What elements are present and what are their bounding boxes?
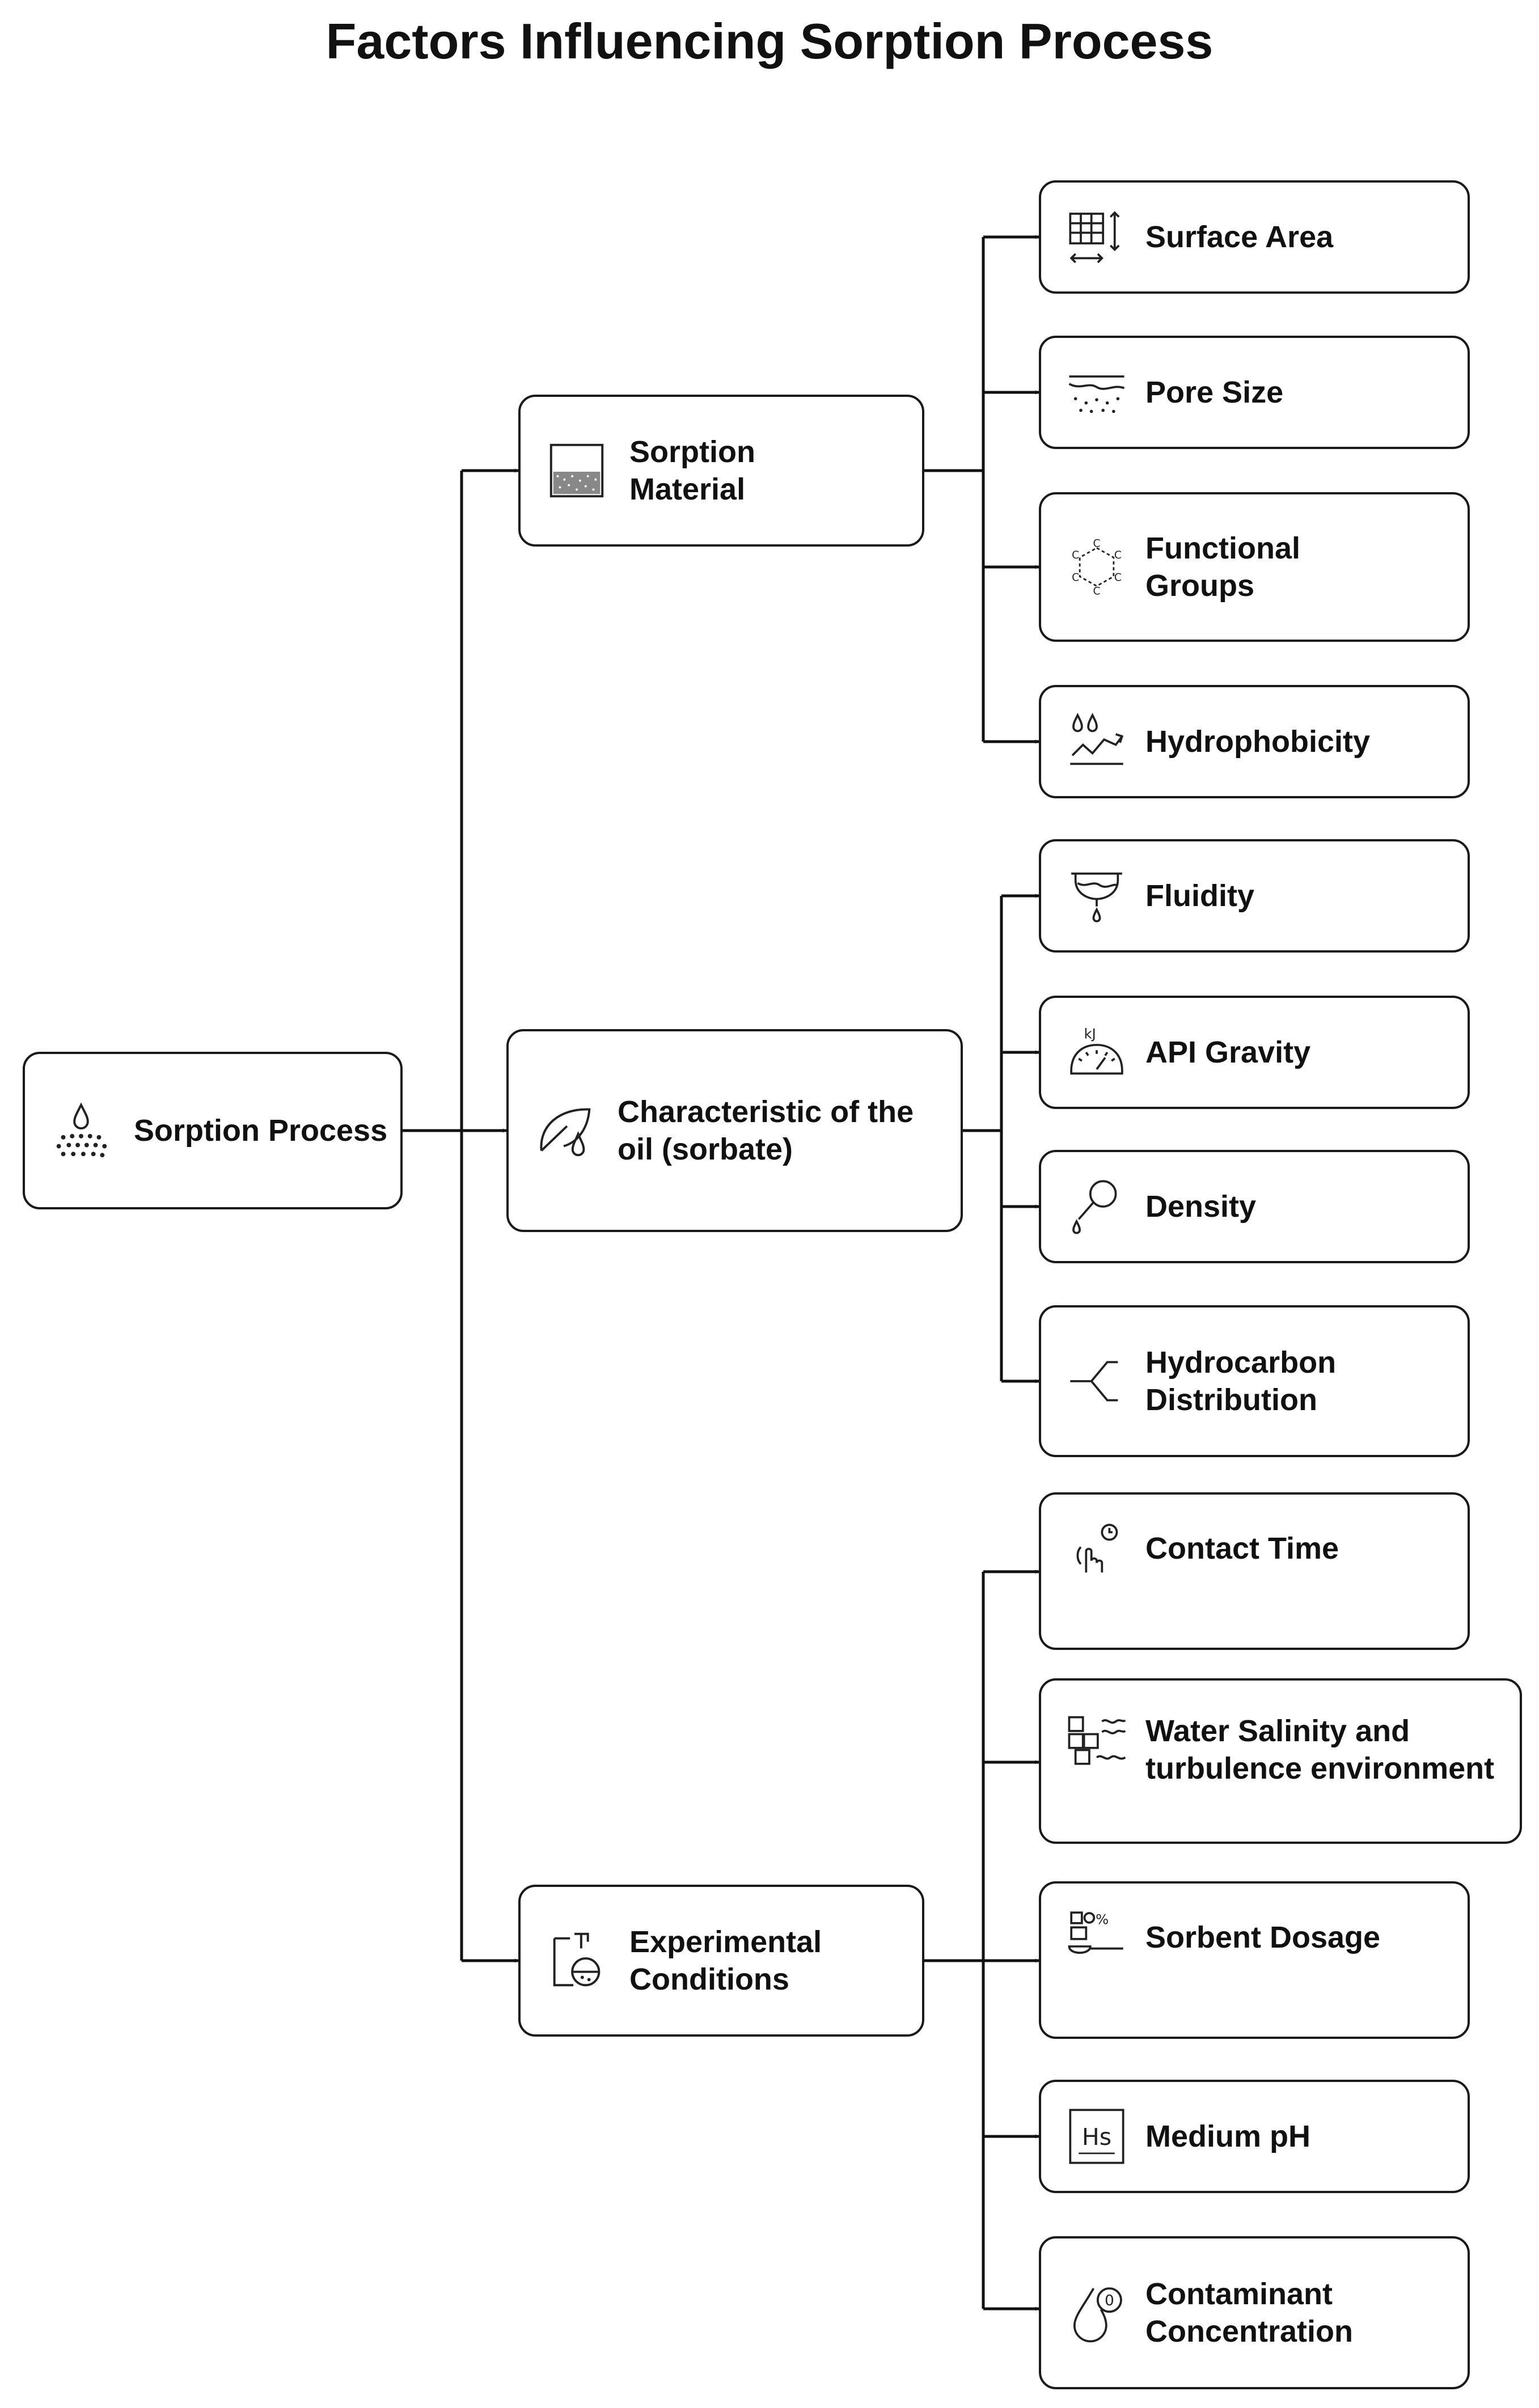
porous-layer-icon	[1065, 361, 1128, 424]
ph-box-icon: Hs	[1065, 2105, 1128, 2168]
leaf-contaminant-concentration: 0 Contaminant Concentration	[1039, 2236, 1470, 2389]
group-label: Sorption Material	[629, 435, 755, 506]
diagram-title: Factors Influencing Sorption Process	[325, 13, 1214, 69]
leaf-label: Sorbent Dosage	[1145, 1920, 1381, 1954]
leaf-surface-area: Surface Area	[1039, 180, 1470, 294]
svg-text:0: 0	[1105, 2292, 1114, 2309]
leaf-fluidity: Fluidity	[1039, 839, 1470, 953]
group-node-sorption-material: Sorption Material	[518, 395, 924, 547]
leaf-label: Density	[1145, 1190, 1257, 1224]
leaf-label: API Gravity	[1145, 1035, 1311, 1069]
salt-waves-icon	[1065, 1707, 1128, 1770]
root-label: Sorption Process	[134, 1114, 388, 1148]
hand-clock-icon	[1065, 1520, 1128, 1583]
svg-text:C: C	[1093, 538, 1100, 550]
drop-zero-icon: 0	[1065, 2281, 1128, 2344]
leaf-pore-size: Pore Size	[1039, 336, 1470, 449]
dropper-icon	[1065, 1175, 1128, 1238]
leaf-hydrocarbon-distribution: Hydrocarbon Distribution	[1039, 1305, 1470, 1457]
leaf-label: Pore Size	[1145, 375, 1284, 409]
leaf-label: Water Salinity and turbulence environmen…	[1145, 1714, 1495, 1785]
gauge-kj-icon: kJ	[1065, 1021, 1128, 1084]
leaf-sorbent-dosage: % Sorbent Dosage	[1039, 1881, 1470, 2039]
leaf-medium-ph: Hs Medium pH	[1039, 2080, 1470, 2193]
leaf-label: Hydrophobicity	[1145, 725, 1371, 759]
svg-text:Hs: Hs	[1082, 2123, 1111, 2151]
root-node-sorption-process: Sorption Process	[23, 1052, 403, 1209]
funnel-drip-icon	[1065, 864, 1128, 928]
leaf-label: Medium pH	[1145, 2119, 1310, 2153]
group-node-oil-characteristic: Characteristic of the oil (sorbate)	[506, 1029, 963, 1232]
leaf-label: Contact Time	[1145, 1531, 1339, 1565]
svg-text:%: %	[1096, 1911, 1109, 1928]
branch-icon	[1065, 1349, 1128, 1413]
leaf-label: Surface Area	[1145, 220, 1334, 254]
grid-arrows-icon	[1065, 205, 1128, 269]
leaf-label: Hydrocarbon Distribution	[1145, 1345, 1337, 1417]
leaf-contact-time: Contact Time	[1039, 1492, 1470, 1650]
svg-text:C: C	[1072, 572, 1079, 583]
water-repel-icon	[1065, 710, 1128, 773]
leaf-label: Fluidity	[1145, 879, 1254, 913]
leaf-api-gravity: kJ API Gravity	[1039, 996, 1470, 1109]
leaf-density: Density	[1039, 1150, 1470, 1263]
svg-text:kJ: kJ	[1084, 1026, 1096, 1042]
group-label: Experimental Conditions	[629, 1925, 822, 1996]
flask-clipboard-icon	[543, 1927, 610, 1994]
leaf-drop-icon	[531, 1097, 598, 1164]
leaf-hydrophobicity: Hydrophobicity	[1039, 685, 1470, 798]
leaf-label: Contaminant Concentration	[1145, 2277, 1354, 2348]
group-node-experimental-conditions: Experimental Conditions	[518, 1885, 924, 2037]
svg-text:C: C	[1114, 549, 1122, 561]
leaf-water-salinity: Water Salinity and turbulence environmen…	[1039, 1678, 1522, 1844]
svg-text:C: C	[1093, 586, 1100, 598]
svg-text:C: C	[1114, 572, 1122, 583]
svg-text:C: C	[1072, 549, 1079, 561]
leaf-label: Functional Groups	[1145, 531, 1300, 603]
dotted-square-icon	[543, 437, 610, 504]
scoop-dosage-icon: %	[1065, 1906, 1128, 1970]
sprinkle-drops-icon	[48, 1097, 115, 1164]
group-label: Characteristic of the oil (sorbate)	[618, 1095, 914, 1166]
